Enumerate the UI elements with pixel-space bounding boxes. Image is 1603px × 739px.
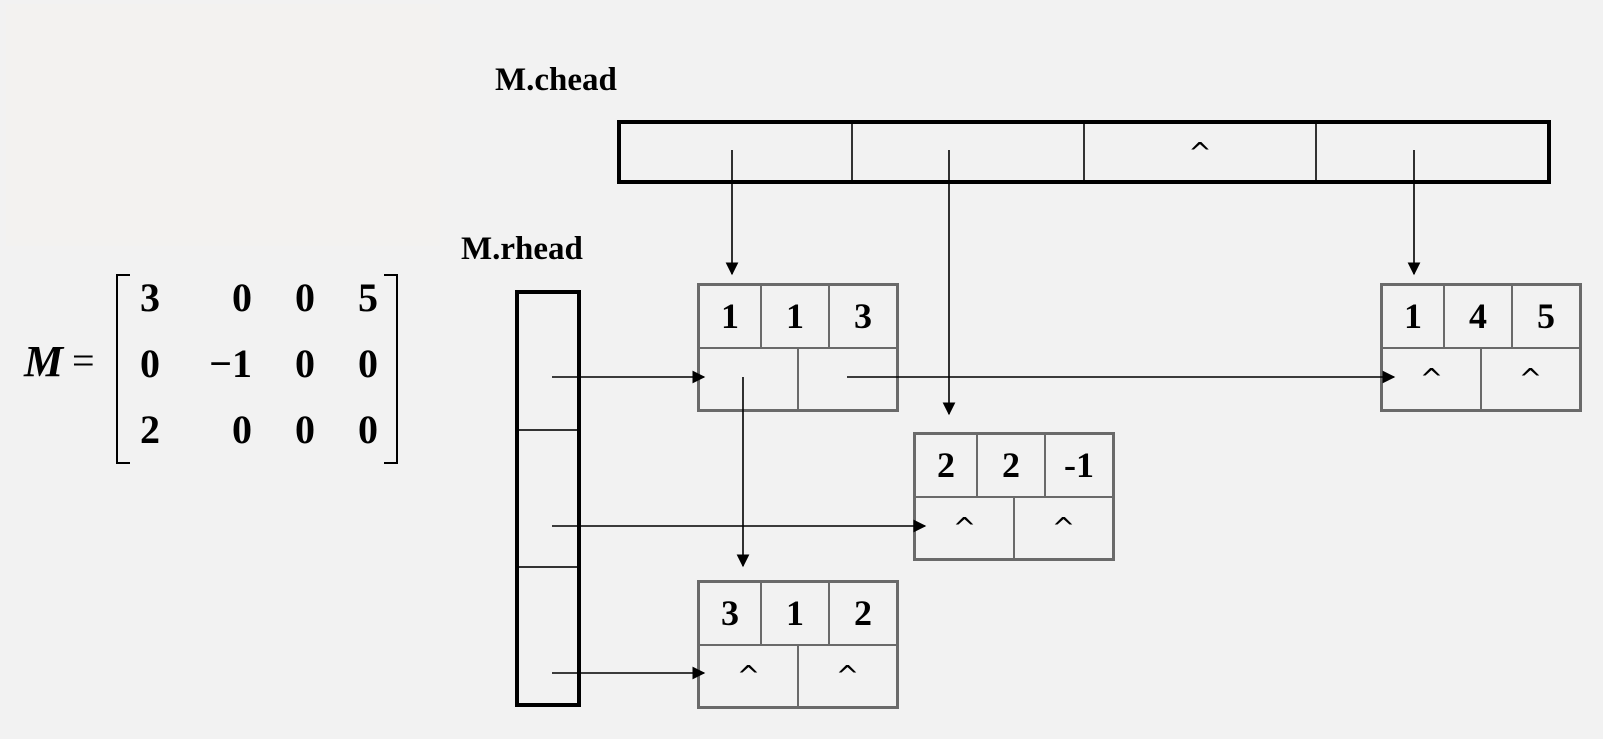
- matrix-name: M: [24, 337, 64, 386]
- matrix-cell: 0: [358, 407, 378, 452]
- node-right-pointer: ^: [835, 659, 860, 693]
- node-col: 1: [762, 583, 830, 644]
- matrix-cell: −1: [209, 341, 252, 386]
- node-down-pointer: ^: [916, 497, 1015, 558]
- matrix-cell: 0: [295, 341, 315, 386]
- matrix-cell: 0: [295, 407, 315, 452]
- triple-node-1-1: 1 1 3: [697, 283, 899, 412]
- matrix-right-bracket: [384, 274, 398, 464]
- node-down-pointer: ^: [700, 645, 799, 706]
- matrix-cell: 0: [295, 275, 315, 320]
- node-down-pointer: [700, 348, 799, 409]
- node-right-pointer: ^: [1518, 362, 1543, 396]
- matrix-cell: 0: [232, 407, 252, 452]
- node-right-pointer: ^: [1051, 511, 1076, 545]
- node-row: 3: [700, 583, 762, 644]
- node-row: 1: [700, 286, 762, 347]
- node-col: 2: [978, 435, 1046, 496]
- node-col: 4: [1445, 286, 1513, 347]
- matrix-cell: 3: [140, 275, 160, 320]
- node-row: 2: [916, 435, 978, 496]
- matrix-cell: 2: [140, 407, 160, 452]
- triple-node-3-1: 3 1 2 ^ ^: [697, 580, 899, 709]
- rhead-cell-1: [519, 294, 577, 431]
- matrix-equals: =: [72, 338, 95, 383]
- matrix-cell: 0: [232, 275, 252, 320]
- matrix-cell: 0: [140, 341, 160, 386]
- background-panel: [6, 4, 440, 246]
- node-down-pointer: ^: [1383, 348, 1482, 409]
- matrix-left-bracket: [116, 274, 130, 464]
- chead-cell-3: ^: [1085, 124, 1317, 180]
- node-row: 1: [1383, 286, 1445, 347]
- triple-node-2-2: 2 2 -1 ^ ^: [913, 432, 1115, 561]
- node-value: 5: [1537, 296, 1555, 337]
- node-col: 1: [762, 286, 830, 347]
- node-value: 2: [854, 593, 872, 634]
- rhead-label: M.rhead: [461, 231, 583, 267]
- node-value: 3: [854, 296, 872, 337]
- chead-cell-2: [853, 124, 1085, 180]
- triple-node-1-4: 1 4 5 ^ ^: [1380, 283, 1582, 412]
- node-value: -1: [1064, 445, 1094, 486]
- matrix-cell: 0: [358, 341, 378, 386]
- chead-array: ^: [617, 120, 1551, 184]
- chead-label: M.chead: [495, 62, 617, 98]
- chead-cell-1: [621, 124, 853, 180]
- rhead-cell-2: [519, 431, 577, 568]
- matrix-cell: 5: [358, 275, 378, 320]
- rhead-array: [515, 290, 581, 707]
